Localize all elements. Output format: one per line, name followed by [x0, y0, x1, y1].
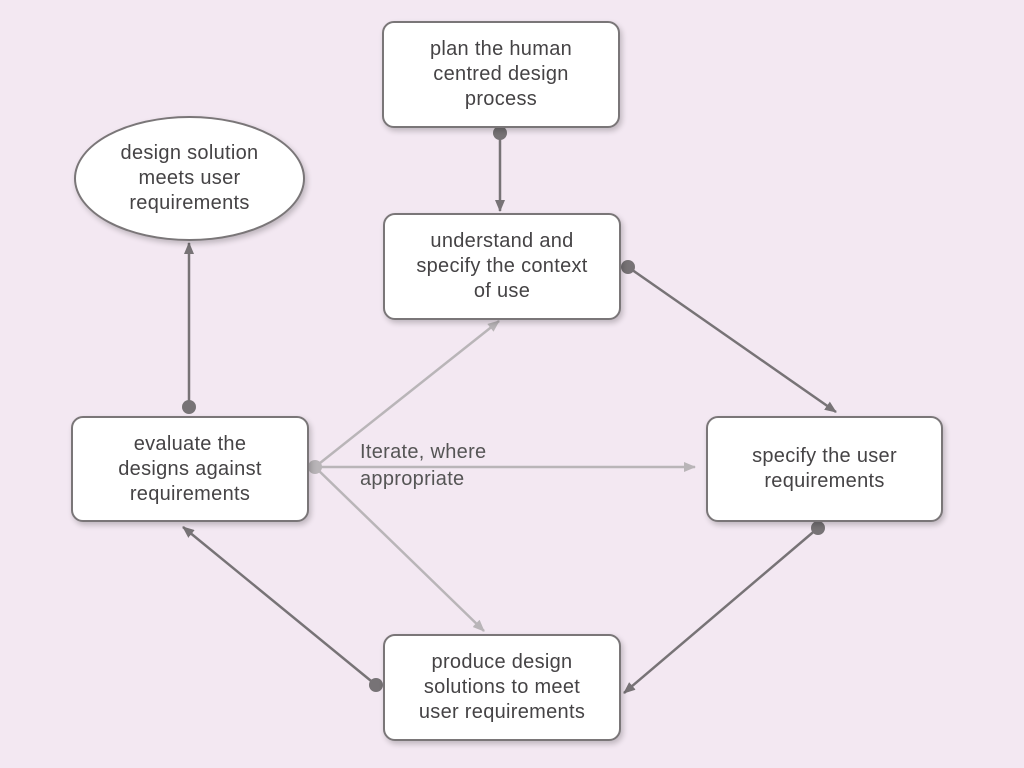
node-text: meets user: [138, 167, 241, 189]
iterate-origin-dot: [308, 460, 322, 474]
arrow-produce-evaluate: [182, 526, 377, 686]
node-text: solutions to meet: [423, 676, 581, 698]
node-text: centred design: [433, 63, 569, 85]
node-text: requirements: [129, 482, 251, 505]
node-text: designs against: [118, 457, 262, 480]
node-text: design solution: [120, 142, 259, 164]
node-text: of use: [473, 280, 531, 302]
node-produce: produce design solutions to meet user re…: [383, 634, 621, 741]
node-text: requirements: [129, 192, 250, 214]
arrow-understand-specify: [627, 265, 837, 414]
node-understand: understand and specify the context of us…: [383, 213, 621, 320]
arrow-specify-produce: [623, 527, 819, 694]
node-text: plan the human: [429, 38, 573, 60]
iterate-label-line: appropriate: [360, 468, 465, 490]
node-text: requirements: [764, 470, 885, 492]
node-text: process: [464, 88, 538, 110]
iterate-arrow-produce: [314, 466, 485, 632]
node-text: specify the context: [416, 255, 588, 277]
node-text: evaluate the: [133, 432, 247, 455]
node-text: understand and: [430, 230, 574, 252]
node-text: produce design: [431, 651, 573, 673]
node-evaluate: evaluate the designs against requirement…: [71, 416, 309, 522]
node-plan: plan the human centred design process: [382, 21, 620, 128]
node-goal: design solution meets user requirements: [74, 116, 305, 241]
node-text: user requirements: [418, 701, 586, 723]
iterate-label: Iterate, where appropriate: [360, 439, 487, 493]
iterate-arrow-understand: [314, 320, 500, 468]
node-specify: specify the user requirements: [706, 416, 943, 522]
iterate-label-line: Iterate, where: [360, 441, 487, 463]
node-text: specify the user: [752, 445, 897, 467]
